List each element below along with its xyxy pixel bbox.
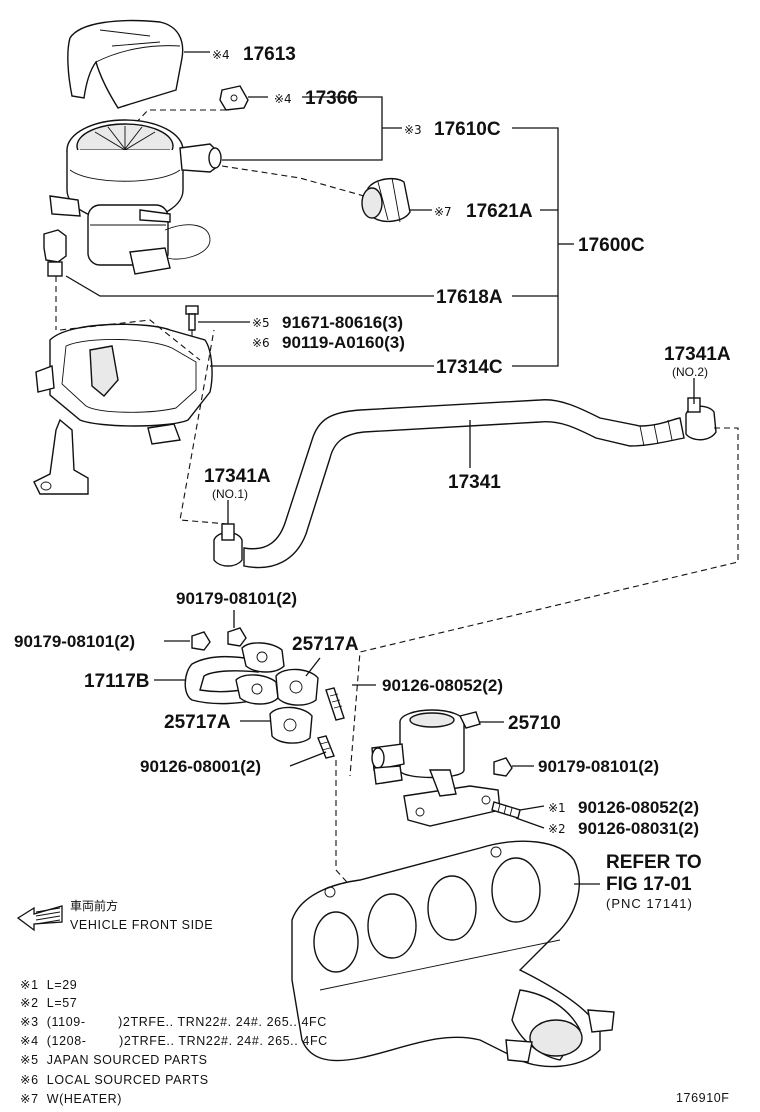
stud-90126-08052-drawing — [325, 687, 345, 721]
stud-90126-08001-drawing — [317, 735, 335, 759]
label-17618A: 17618A — [436, 287, 503, 308]
label-91671-80616: 91671-80616(3) — [282, 313, 403, 332]
label-90179-08101-right: 90179-08101(2) — [538, 757, 659, 776]
mark-7: ※7 — [434, 205, 452, 219]
vehicle-front-arrow-icon — [16, 905, 63, 932]
note-6: ※6 LOCAL SOURCED PARTS — [20, 1073, 209, 1087]
label-90126-08031-m2: 90126-08031(2) — [578, 819, 699, 838]
bolt-91671-drawing — [185, 305, 199, 352]
figure-id: 176910F — [676, 1091, 730, 1105]
label-90179-08101-left: 90179-08101(2) — [14, 632, 135, 651]
mark-2: ※2 — [548, 822, 566, 836]
mark-5: ※5 — [252, 316, 270, 330]
bracket-17314C-drawing — [33, 319, 213, 495]
mark-4a: ※4 — [212, 48, 230, 62]
clip-17341A-no1-drawing — [213, 523, 243, 567]
clip-17341A-no2-drawing — [685, 397, 717, 441]
vehicle-front-en: VEHICLE FRONT SIDE — [70, 918, 213, 932]
label-90126-08052: 90126-08052(2) — [382, 676, 503, 695]
exhaust-manifold-drawing — [291, 840, 615, 1068]
vehicle-front-jp: 車両前方 — [70, 898, 118, 913]
label-17613: 17613 — [243, 44, 296, 65]
gasket-25717A-top-drawing — [275, 668, 319, 706]
refer-to-line3: (PNC 17141) — [606, 896, 693, 911]
label-25710: 25710 — [508, 713, 561, 734]
pipe-17117B-drawing — [184, 642, 285, 705]
note-4: ※4 (1208- )2TRFE.. TRN22#. 24#. 265.. 4F… — [20, 1034, 328, 1048]
air-pump-17610C-drawing — [49, 119, 222, 275]
part-17618A-drawing — [43, 229, 67, 330]
mark-3: ※3 — [404, 123, 422, 137]
part-17621A-drawing — [361, 177, 411, 223]
label-17600C: 17600C — [578, 235, 645, 256]
label-90179-08101-top: 90179-08101(2) — [176, 589, 297, 608]
label-17341A-no2-sub: (NO.2) — [672, 365, 708, 379]
note-7: ※7 W(HEATER) — [20, 1092, 122, 1106]
label-90119-A0160: 90119-A0160(3) — [282, 333, 405, 352]
hose-17341-drawing — [243, 399, 685, 569]
label-25717A-top: 25717A — [292, 634, 359, 655]
label-90126-08052-m1: 90126-08052(2) — [578, 798, 699, 817]
mark-6: ※6 — [252, 336, 270, 350]
nut-90179-left-drawing — [191, 631, 211, 651]
mark-4b: ※4 — [274, 92, 292, 106]
label-90126-08001: 90126-08001(2) — [140, 757, 261, 776]
stud-90126-08052-m1-drawing — [491, 801, 521, 819]
label-17314C: 17314C — [436, 357, 503, 378]
label-17341A-no1-sub: (NO.1) — [212, 487, 248, 501]
label-17341: 17341 — [448, 472, 501, 493]
cover-17613-drawing — [67, 19, 184, 109]
leader-lines — [65, 51, 695, 885]
label-17341A-no2: 17341A — [664, 344, 731, 365]
gasket-25717A-mid-drawing — [269, 706, 313, 744]
note-3: ※3 (1109- )2TRFE.. TRN22#. 24#. 265.. 4F… — [20, 1015, 327, 1029]
clip-17366-drawing — [219, 85, 249, 111]
note-1: ※1 L=29 — [20, 978, 77, 992]
refer-to-line2: FIG 17-01 — [606, 874, 692, 895]
note-2: ※2 L=57 — [20, 996, 77, 1010]
nut-90179-top-drawing — [227, 627, 247, 647]
refer-to-line1: REFER TO — [606, 852, 702, 873]
note-5: ※5 JAPAN SOURCED PARTS — [20, 1053, 208, 1067]
label-17610C: 17610C — [434, 119, 501, 140]
label-25717A-mid: 25717A — [164, 712, 231, 733]
label-17366: 17366 — [305, 88, 358, 109]
label-17341A-no1: 17341A — [204, 466, 271, 487]
valve-25710-drawing — [371, 709, 501, 827]
label-17621A: 17621A — [466, 201, 533, 222]
mark-1: ※1 — [548, 801, 566, 815]
label-17117B: 17117B — [84, 671, 150, 692]
nut-90179-right-drawing — [493, 757, 513, 777]
